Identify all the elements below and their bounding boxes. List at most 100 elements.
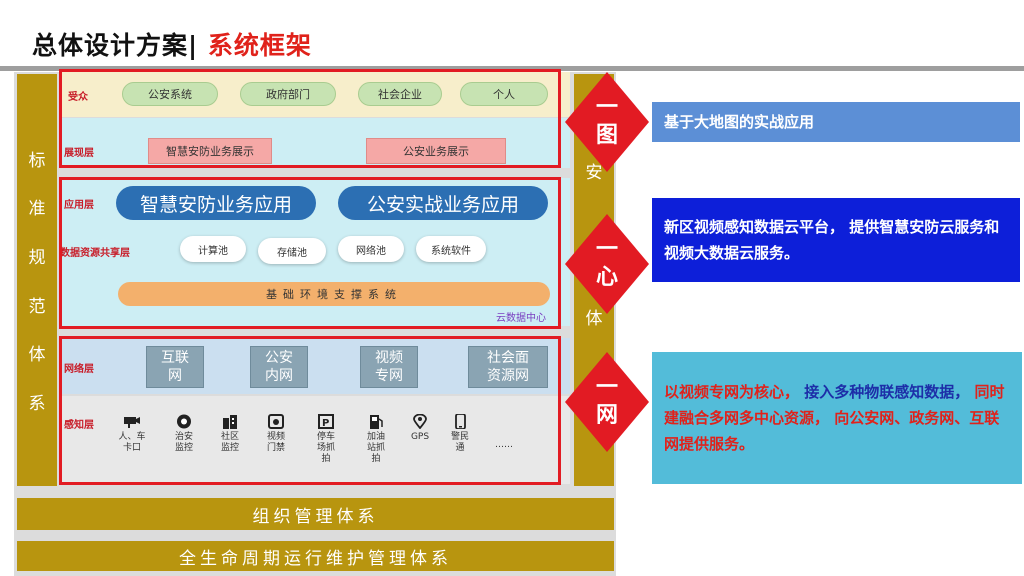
sensor-line: 场抓 <box>316 443 335 453</box>
sensor-police-citizen: 警民 通 <box>440 414 480 454</box>
security-char: 安 <box>585 163 603 183</box>
svg-text:P: P <box>322 418 329 429</box>
sensor-community: 社区 监控 <box>210 414 250 454</box>
door-icon <box>268 414 284 429</box>
one-map-diamond: 一 图 <box>565 72 649 172</box>
base-environment-support: 基础环境支撑系统 <box>118 282 550 306</box>
social-resource-net-box: 社会面资源网 <box>468 346 548 388</box>
sensor-line: 卡口 <box>122 443 141 453</box>
sensor-line: 人、车 <box>118 432 146 442</box>
police-business-display: 公安业务展示 <box>366 138 506 164</box>
sensor-line: 拍 <box>371 454 381 464</box>
smart-security-display: 智慧安防业务展示 <box>148 138 272 164</box>
diamond-char: 一 <box>595 375 618 400</box>
police-combat-app: 公安实战业务应用 <box>338 186 548 220</box>
audience-public-security: 公安系统 <box>122 82 218 106</box>
audience-layer: 受众 公安系统 政府部门 社会企业 个人 <box>60 72 570 117</box>
sensor-line: …… <box>495 440 513 450</box>
sensor-line: GPS <box>410 432 430 442</box>
sensor-line: 监控 <box>220 443 239 453</box>
sensor-line: 视频 <box>266 432 285 442</box>
sensor-checkpoint: 人、车 卡口 <box>112 414 152 454</box>
phone-icon <box>455 414 466 429</box>
gas-station-icon <box>370 415 383 429</box>
standard-char: 规 <box>28 248 46 269</box>
sensor-line: 加油 <box>366 432 385 442</box>
title-main: 总体设计方案| <box>32 31 199 60</box>
net-line: 专网 <box>375 368 403 384</box>
org-management-band: 组织管理体系 <box>17 498 614 530</box>
panel-text-red: 以视频专网为核心， <box>664 383 800 401</box>
net-line: 互联 <box>161 350 189 366</box>
sensor-parking: P 停车 场抓 拍 <box>306 414 346 465</box>
net-line: 视频 <box>375 350 403 366</box>
diamond-char: 一 <box>595 95 618 120</box>
sensor-line: 社区 <box>220 432 239 442</box>
network-pool-cloud: 网络池 <box>338 236 404 262</box>
sensor-line: 门禁 <box>266 443 285 453</box>
standard-char: 范 <box>28 296 46 317</box>
lifecycle-maintenance-band: 全生命周期运行维护管理体系 <box>17 541 614 571</box>
network-layer-label: 网络层 <box>64 364 94 375</box>
title-highlight: 系统框架 <box>207 31 312 60</box>
panel-text-red: 同时建融合多网多中心资源， <box>664 383 1005 427</box>
sensor-line: 停车 <box>316 432 335 442</box>
sensor-line: 警民 <box>450 432 469 442</box>
cloud-center-label: 云数据中心 <box>496 313 546 324</box>
title-divider <box>0 66 1024 71</box>
parking-icon: P <box>318 414 334 429</box>
panel-text-blue: 接入多种物联感知数据， <box>799 383 970 401</box>
audience-layer-label: 受众 <box>68 92 88 103</box>
smart-security-app: 智慧安防业务应用 <box>116 186 316 220</box>
video-private-net-box: 视频专网 <box>360 346 418 388</box>
center-frame <box>59 177 561 329</box>
standard-char: 准 <box>28 199 46 220</box>
presentation-layer: 展现层 智慧安防业务展示 公安业务展示 <box>60 118 570 168</box>
audience-enterprise: 社会企业 <box>358 82 442 106</box>
map-frame <box>59 69 561 168</box>
security-char: 体 <box>585 309 603 329</box>
storage-pool-cloud: 存储池 <box>258 238 326 264</box>
building-icon <box>223 415 237 429</box>
sensor-video-access: 视频 门禁 <box>256 414 296 454</box>
sensor-line: 通 <box>455 443 465 453</box>
audience-government: 政府部门 <box>240 82 336 106</box>
net-line: 社会面 <box>487 350 529 366</box>
sensor-line: 治安 <box>174 432 193 442</box>
perception-layer: 感知层 人、车 卡口 治安 监控 社区 监控 视频 门禁 P 停车 场抓 拍 加… <box>60 396 570 484</box>
sensor-line: 监控 <box>174 443 193 453</box>
cloud-data-center: 应用层 智慧安防业务应用 公安实战业务应用 数据资源共享层 计算池 存储池 网络… <box>60 178 570 326</box>
panel-text: 新区视频感知数据云平台， 提供智慧安防云服务和视频大数据云服务。 <box>664 218 1000 262</box>
network-frame <box>59 336 561 485</box>
diamond-char: 图 <box>595 123 618 148</box>
sensor-gps: GPS <box>400 414 440 443</box>
diamond-char: 心 <box>595 265 618 290</box>
net-line: 公安 <box>265 350 293 366</box>
net-line: 网 <box>168 368 182 384</box>
internet-box: 互联网 <box>146 346 204 388</box>
standard-char: 系 <box>28 394 46 415</box>
diamond-shape <box>565 352 649 452</box>
net-line: 资源网 <box>487 368 529 384</box>
network-layer: 网络层 互联网 公安内网 视频专网 社会面资源网 <box>60 338 570 394</box>
standard-char: 体 <box>28 345 46 366</box>
camera-icon <box>124 417 140 428</box>
resource-sharing-layer-label: 数据资源共享层 <box>60 248 130 259</box>
system-software-cloud: 系统软件 <box>416 236 486 262</box>
cloud-platform-panel: 新区视频感知数据云平台， 提供智慧安防云服务和视频大数据云服务。 <box>652 198 1020 282</box>
sensor-more: …… <box>484 440 524 451</box>
one-network-diamond: 一 网 <box>565 352 649 452</box>
diamond-char: 一 <box>595 237 618 262</box>
diamond-shape <box>565 214 649 314</box>
map-application-panel: 基于大地图的实战应用 <box>652 102 1020 142</box>
audience-individual: 个人 <box>460 82 548 106</box>
application-layer-label: 应用层 <box>64 200 94 211</box>
one-center-diamond: 一 心 <box>565 214 649 314</box>
presentation-layer-label: 展现层 <box>64 148 94 159</box>
standard-char: 标 <box>28 150 46 171</box>
panel-text-red: 向公安网、政务网、互联网提供服务。 <box>664 409 1000 453</box>
perception-layer-label: 感知层 <box>64 420 94 431</box>
sensor-line: 拍 <box>321 454 331 464</box>
standard-system-band: 标 准 规 范 体 系 <box>17 74 57 486</box>
panel-text: 基于大地图的实战应用 <box>664 113 815 131</box>
